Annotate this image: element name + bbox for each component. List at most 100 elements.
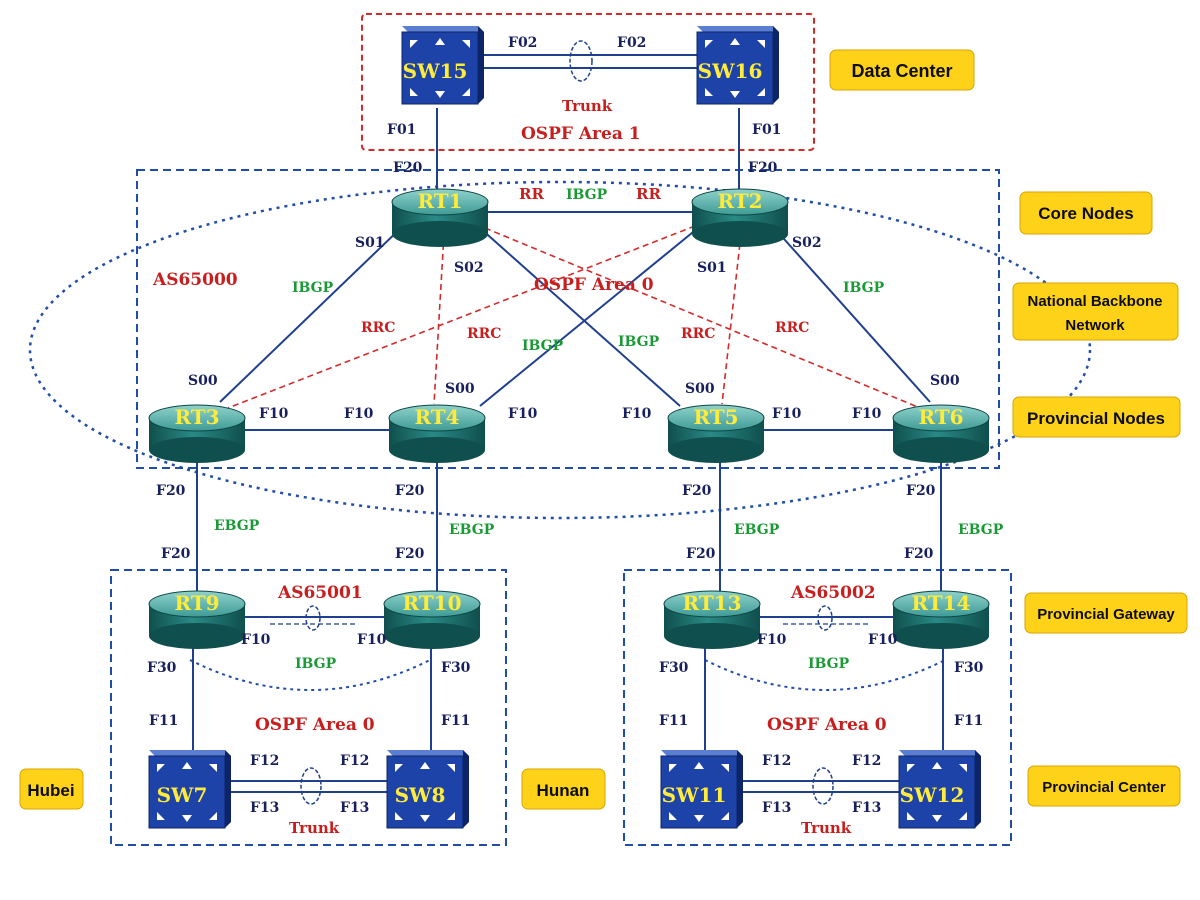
rt13-label: RT13 — [683, 591, 742, 615]
ibgp-label: IBGP — [566, 187, 608, 203]
port-label: S00 — [930, 373, 960, 389]
port-label: F12 — [340, 753, 369, 769]
rt3-label: RT3 — [174, 405, 219, 429]
port-label: S02 — [792, 235, 822, 251]
port-label: F01 — [752, 122, 781, 138]
port-label: F30 — [659, 660, 689, 676]
rr-label: RR — [636, 185, 661, 203]
provincial-nodes-badge — [1012, 396, 1181, 438]
ebgp-label: EBGP — [734, 522, 780, 538]
hunan-badge-text: Hunan — [537, 781, 590, 800]
port-label: F20 — [393, 160, 423, 176]
port-label: F11 — [659, 713, 688, 729]
sw11-label: SW11 — [662, 783, 727, 807]
rt9-label: RT9 — [174, 591, 219, 615]
port-label: F13 — [762, 800, 791, 816]
ebgp-label: EBGP — [958, 522, 1004, 538]
port-label: F11 — [149, 713, 178, 729]
right-province-region-box — [623, 569, 1012, 846]
left-province-region-box — [110, 569, 507, 846]
port-label: F10 — [357, 632, 387, 648]
port-label: F30 — [441, 660, 471, 676]
port-label: F13 — [340, 800, 369, 816]
trunk-label: Trunk — [562, 97, 613, 115]
provincial-gateway-badge-text: Provincial Gateway — [1037, 606, 1175, 623]
as65001-label: AS65001 — [277, 583, 363, 603]
port-label: F12 — [852, 753, 881, 769]
port-label: F30 — [954, 660, 984, 676]
ibgp-label: IBGP — [295, 656, 337, 672]
rt1-label: RT1 — [417, 189, 462, 213]
port-label: F10 — [772, 406, 802, 422]
port-label: F10 — [508, 406, 538, 422]
hunan-badge — [521, 768, 606, 810]
ibgp-label: IBGP — [808, 656, 850, 672]
port-label: F11 — [954, 713, 983, 729]
ibgp-label: IBGP — [843, 280, 885, 296]
rr-client-links — [227, 225, 926, 411]
data-center-badge — [829, 49, 975, 91]
port-label: F20 — [395, 483, 425, 499]
rrc-label: RRC — [775, 320, 809, 336]
physical-links — [192, 54, 944, 793]
port-label: F12 — [762, 753, 791, 769]
ospf-area-0-right-label: OSPF Area 0 — [767, 715, 887, 735]
port-label: F10 — [757, 632, 787, 648]
port-label: F11 — [441, 713, 470, 729]
ebgp-label: EBGP — [214, 518, 260, 534]
port-label: F12 — [250, 753, 279, 769]
port-label: F20 — [906, 483, 936, 499]
port-label: F10 — [259, 406, 289, 422]
ospf-area-1-label: OSPF Area 1 — [521, 124, 641, 144]
core-nodes-badge — [1019, 191, 1153, 235]
rt10-label: RT10 — [403, 591, 462, 615]
sw8-label: SW8 — [395, 783, 446, 807]
rr-label: RR — [519, 185, 544, 203]
rrc-label: RRC — [361, 320, 395, 336]
ibgp-label: IBGP — [618, 334, 660, 350]
port-label: S02 — [454, 260, 484, 276]
port-label: S01 — [697, 260, 727, 276]
as65002-label: AS65002 — [790, 583, 876, 603]
hubei-badge-text: Hubei — [27, 781, 74, 800]
national-backbone-badge-line1: National Backbone — [1027, 293, 1162, 310]
ebgp-label: EBGP — [449, 522, 495, 538]
port-label: F20 — [156, 483, 186, 499]
national-backbone-badge — [1012, 282, 1179, 341]
ospf-area-0-left-label: OSPF Area 0 — [255, 715, 375, 735]
port-label: F20 — [395, 546, 425, 562]
port-label: F02 — [617, 35, 646, 51]
provincial-center-badge-text: Provincial Center — [1042, 779, 1166, 796]
provincial-gateway-badge — [1024, 592, 1188, 634]
port-label: F20 — [161, 546, 191, 562]
sw16-label: SW16 — [698, 59, 763, 83]
sw15-label: SW15 — [403, 59, 468, 83]
port-label: F13 — [852, 800, 881, 816]
backbone-ellipse — [28, 180, 1092, 520]
port-label: S00 — [445, 381, 475, 397]
port-label: F13 — [250, 800, 279, 816]
port-label: F10 — [241, 632, 271, 648]
port-label: F20 — [748, 160, 778, 176]
as65000-label: AS65000 — [152, 270, 238, 290]
core-nodes-badge-text: Core Nodes — [1038, 204, 1133, 223]
sw12-label: SW12 — [900, 783, 965, 807]
port-label: S00 — [188, 373, 218, 389]
port-label: F10 — [868, 632, 898, 648]
rt5-label: RT5 — [693, 405, 738, 429]
port-label: S00 — [685, 381, 715, 397]
port-label: S01 — [355, 235, 385, 251]
sw7-label: SW7 — [157, 783, 208, 807]
port-label: F20 — [682, 483, 712, 499]
data-center-region-box — [361, 13, 815, 151]
national-backbone-badge-line2: Network — [1065, 317, 1125, 334]
rt14-label: RT14 — [912, 591, 971, 615]
hubei-badge — [19, 768, 84, 810]
port-label: F01 — [387, 122, 416, 138]
ospf-area-0-core-label: OSPF Area 0 — [534, 275, 654, 295]
port-label: F10 — [622, 406, 652, 422]
ibgp-label: IBGP — [522, 338, 564, 354]
ibgp-label: IBGP — [292, 280, 334, 296]
